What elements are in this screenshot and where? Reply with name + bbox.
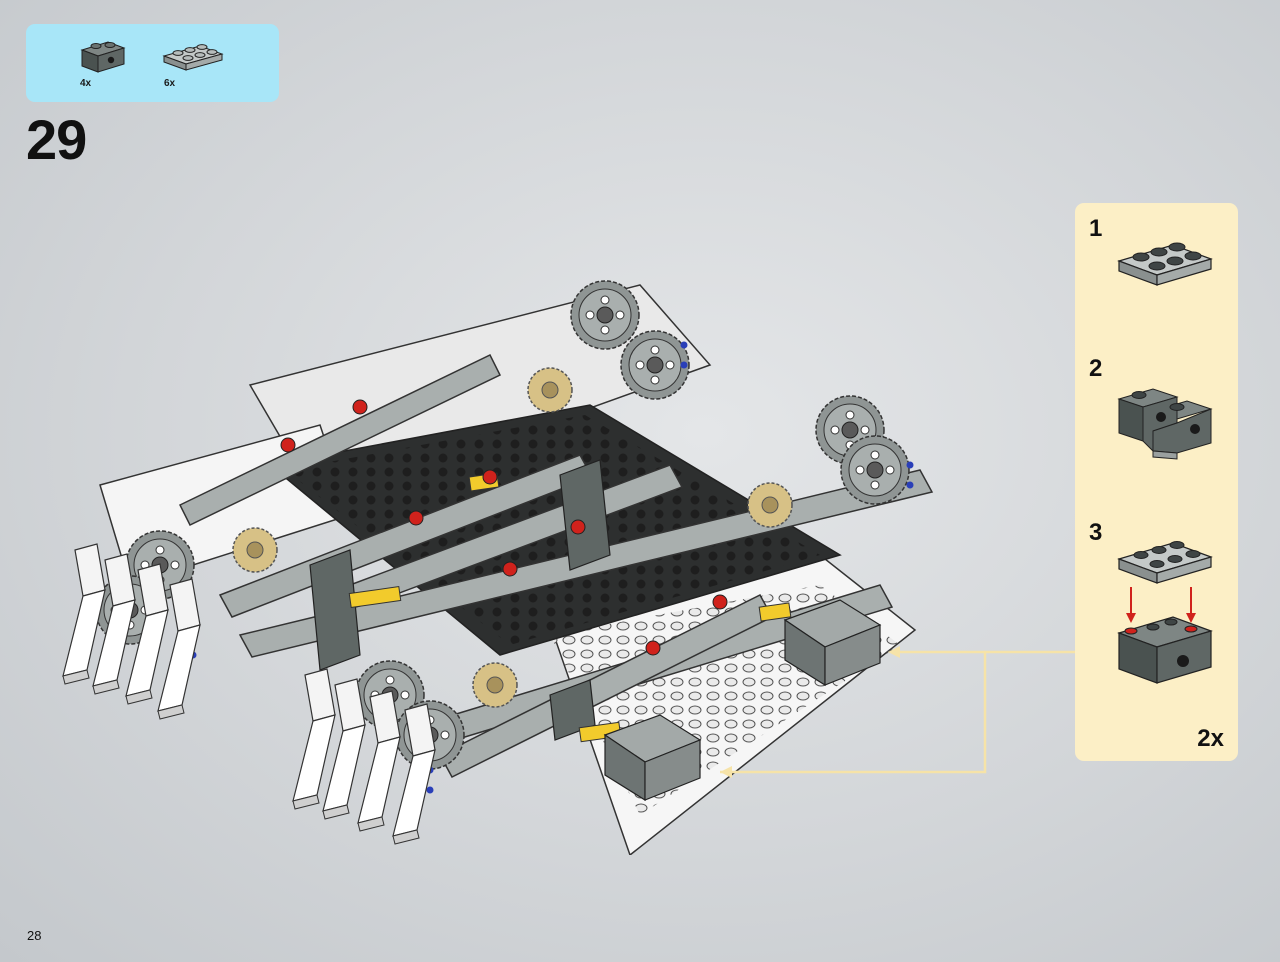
page-number: 28 xyxy=(27,928,42,943)
part-quantity: 6x xyxy=(164,78,176,89)
parts-list-item: 6x xyxy=(160,34,230,94)
part-quantity: 4x xyxy=(80,78,92,89)
walker-chassis-illustration xyxy=(62,280,934,855)
parts-list-item: 4x xyxy=(78,34,148,94)
sub-assembly-multiplier: 2x xyxy=(1197,725,1224,752)
light-gray-plate-2x3-icon xyxy=(162,44,224,71)
plate-onto-bricks-icon xyxy=(1117,541,1213,684)
parts-list-panel: 4x 6x xyxy=(26,24,279,102)
light-gray-plate-2x3-icon xyxy=(1117,242,1213,286)
step-number: 29 xyxy=(26,108,87,171)
sub-step-number: 2 xyxy=(1089,355,1103,382)
sub-assembly-panel: 1 2 3 xyxy=(1075,203,1238,761)
sub-step-number: 1 xyxy=(1089,215,1103,242)
dark-gray-technic-brick-icon xyxy=(80,41,126,73)
dark-gray-technic-bricks-icon xyxy=(1117,388,1213,460)
sub-step-number: 3 xyxy=(1089,519,1103,546)
